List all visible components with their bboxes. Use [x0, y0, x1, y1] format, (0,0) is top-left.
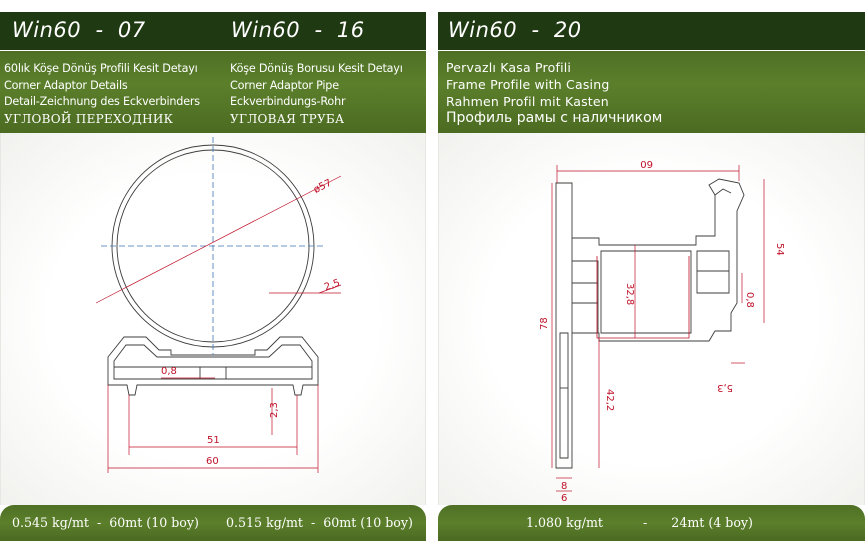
drawing-svg: 60 54 32,8 0,8 78 42,2 5,3 8 6 — [539, 158, 785, 504]
dim-foot-label: 2,3 — [269, 402, 280, 418]
product-code-20: Win60 - 20 — [448, 18, 582, 42]
casing-leg — [555, 182, 573, 469]
frame-chamber-main — [600, 250, 692, 334]
dim-diameter-label: ø57 — [312, 178, 334, 196]
dim-lower-label: 42,2 — [604, 389, 615, 411]
dim-inner-label: 51 — [207, 435, 220, 446]
description-07: 60lık Köşe Dönüş Profili Kesit Detayı Co… — [4, 61, 200, 127]
weight-20: 1.080 kg/mt - 24mt (4 boy) — [526, 515, 753, 530]
frame-chamber-right — [696, 250, 730, 294]
dim-total-label: 78 — [539, 317, 550, 330]
desc-de: Detail-Zeichnung des Eckverbinders — [4, 95, 200, 108]
dim-height-label: 54 — [774, 243, 785, 256]
title-bar: Win60 - 20 — [438, 12, 865, 50]
dim-chamber-label: 32,8 — [624, 283, 635, 305]
panel-corner-adaptor: Win60 - 07 Win60 - 16 60lık Köşe Dönüş P… — [0, 0, 426, 541]
product-code-16: Win60 - 16 — [231, 18, 365, 42]
desc-en: Frame Profile with Casing — [446, 77, 610, 92]
desc-en: Corner Adaptor Pipe — [230, 78, 339, 92]
dim-width-label: 60 — [640, 158, 653, 169]
dim-step-label: 0,8 — [744, 292, 755, 308]
footer-weights: 0.545 kg/mt - 60mt (10 boy) 0.515 kg/mt … — [0, 505, 426, 541]
dim-outer-label: 60 — [206, 456, 219, 467]
desc-ru: УГЛОВАЯ ТРУБА — [230, 111, 345, 126]
dim-wall-leader — [318, 284, 342, 294]
frame-body — [572, 178, 745, 342]
dim-slot-label: 0,8 — [161, 366, 177, 377]
dim-b1-label: 8 — [561, 481, 567, 492]
frame-chamber-left — [572, 260, 599, 334]
casing-leg-inner — [559, 332, 569, 459]
desc-tr: 60lık Köşe Dönüş Profili Kesit Detayı — [4, 62, 198, 75]
desc-tr: Köşe Dönüş Borusu Kesit Detayı — [230, 62, 403, 75]
adaptor-inner — [113, 344, 313, 380]
panel-frame-profile: Win60 - 20 Pervazlı Kasa Profili Frame P… — [438, 0, 865, 541]
description-bar: Pervazlı Kasa Profili Frame Profile with… — [438, 51, 865, 133]
technical-drawing-corner-adaptor: ø57 2,5 0,8 2,3 51 60 — [0, 133, 426, 505]
desc-ru: УГЛОВОЙ ПЕРЕХОДНИК — [4, 111, 174, 126]
description-bar: 60lık Köşe Dönüş Profili Kesit Detayı Co… — [0, 51, 426, 133]
desc-ru: Профиль рамы с наличником — [446, 110, 663, 126]
technical-drawing-frame-profile: 60 54 32,8 0,8 78 42,2 5,3 8 6 — [438, 133, 865, 505]
description-16: Köşe Dönüş Borusu Kesit Detayı Corner Ad… — [230, 61, 403, 127]
title-bar: Win60 - 07 Win60 - 16 — [0, 12, 426, 50]
desc-de: Eckverbindungs-Rohr — [230, 95, 346, 108]
dim-b2-label: 6 — [561, 493, 567, 504]
frame-hook — [714, 188, 732, 196]
weight-07: 0.545 kg/mt - 60mt (10 boy) — [12, 515, 199, 530]
weight-16: 0.515 kg/mt - 60mt (10 boy) — [226, 515, 413, 530]
product-code-07: Win60 - 07 — [12, 18, 146, 42]
adaptor-outline — [107, 336, 319, 396]
gasket-outline — [596, 256, 690, 339]
desc-en: Corner Adaptor Details — [4, 78, 128, 92]
desc-de: Rahmen Profil mit Kasten — [446, 94, 609, 109]
description-20: Pervazlı Kasa Profili Frame Profile with… — [446, 59, 662, 127]
dim-wall-label: 2,5 — [323, 278, 342, 294]
dim-lip-label: 5,3 — [717, 382, 733, 393]
footer-weights: 1.080 kg/mt - 24mt (4 boy) — [438, 505, 865, 541]
dim-diameter-line — [95, 175, 342, 304]
desc-tr: Pervazlı Kasa Profili — [446, 60, 572, 75]
drawing-svg: ø57 2,5 0,8 2,3 51 60 — [95, 137, 342, 473]
